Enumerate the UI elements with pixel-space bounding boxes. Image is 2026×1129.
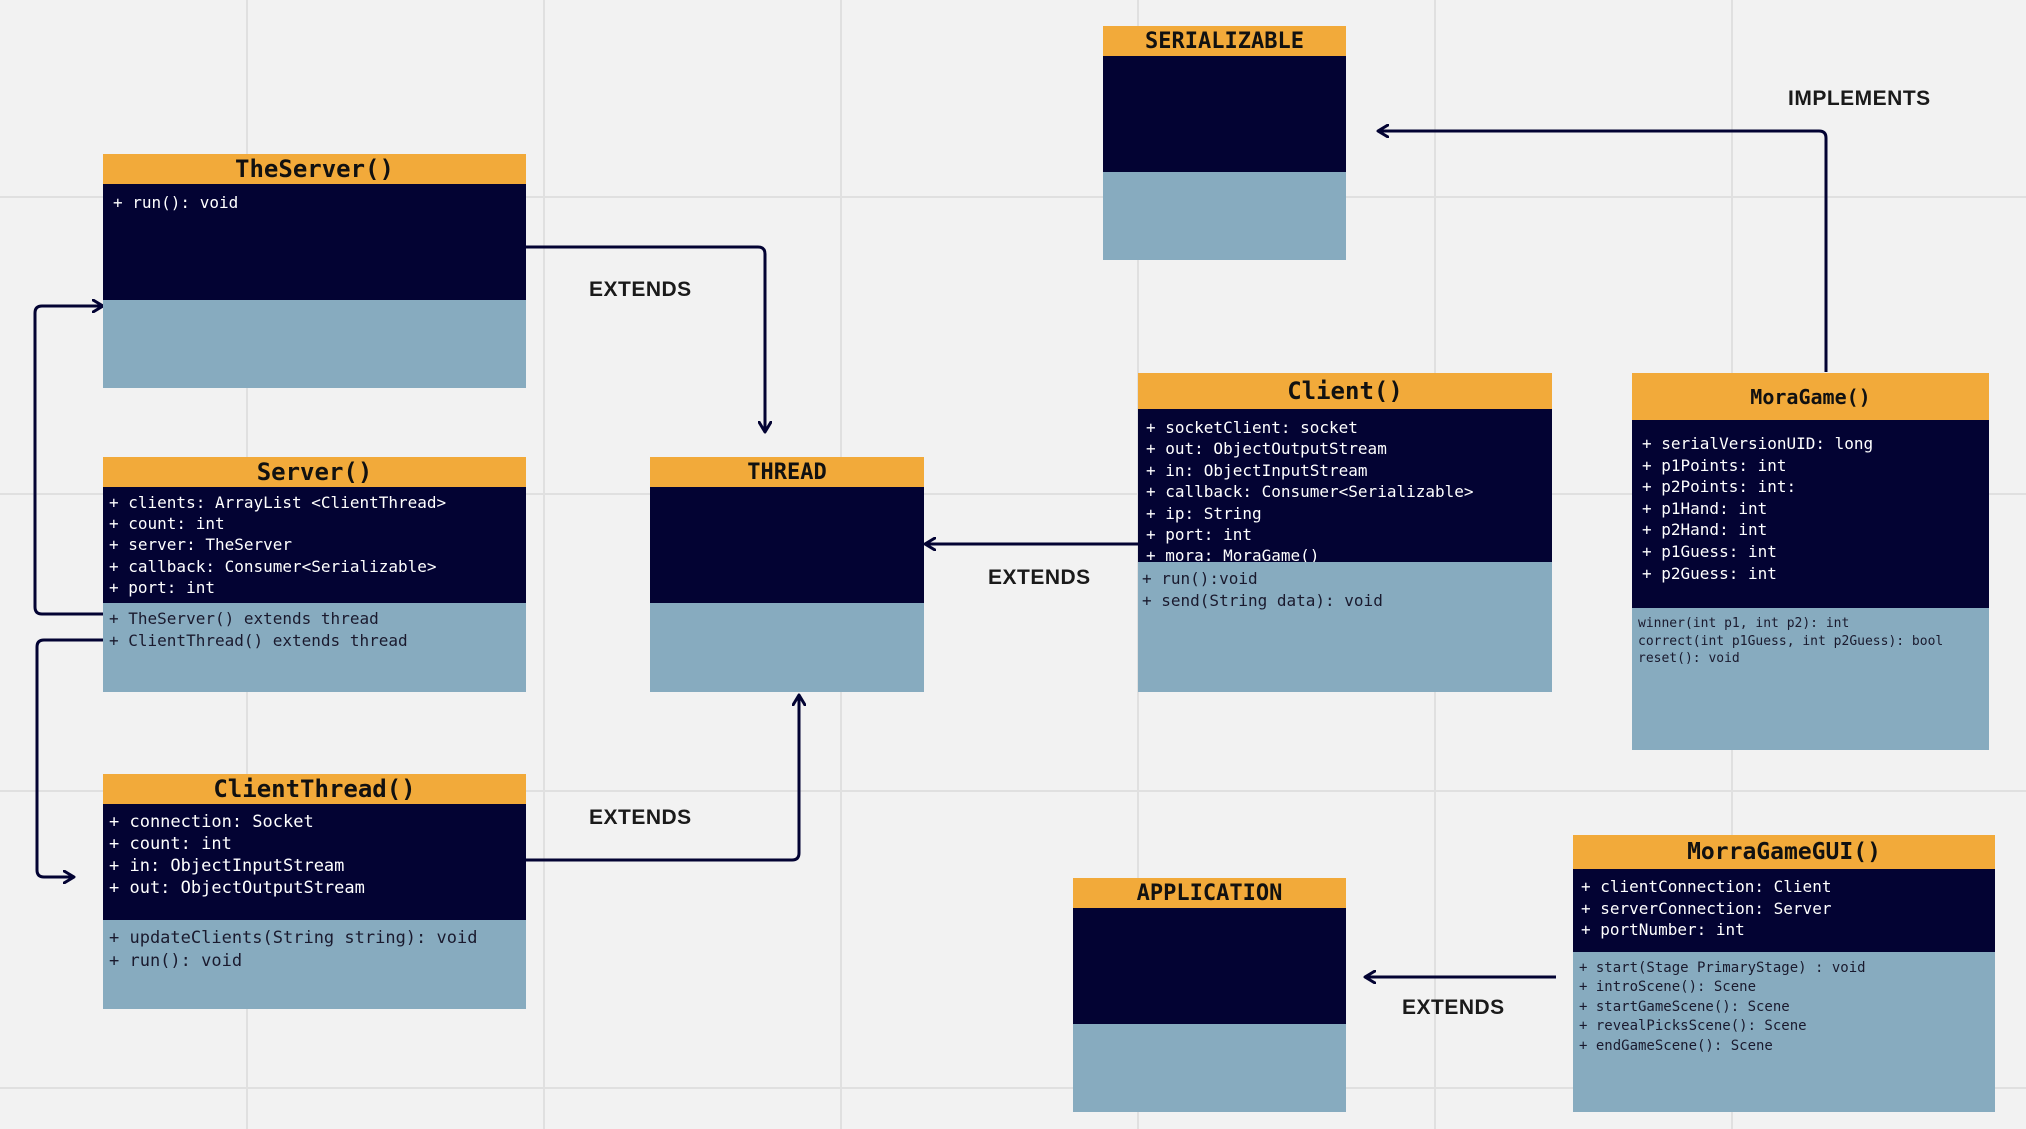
class-moragame[interactable]: MoraGame() + serialVersionUID: long + p1…: [1632, 373, 1989, 750]
attribute-line: + in: ObjectInputStream: [109, 856, 345, 876]
class-client[interactable]: Client() + socketClient: socket + out: O…: [1138, 373, 1552, 692]
attribute-line: + run(): void: [113, 193, 239, 212]
class-title: APPLICATION: [1073, 878, 1346, 908]
attribute-line: + in: ObjectInputStream: [1146, 460, 1368, 480]
class-serializable[interactable]: SERIALIZABLE: [1103, 26, 1346, 260]
class-title: TheServer(): [103, 154, 526, 184]
attribute-line: + callback: Consumer<Serializable>: [109, 556, 437, 576]
class-operations: + updateClients(String string): void + r…: [103, 920, 526, 1009]
class-clientthread[interactable]: ClientThread() + connection: Socket + co…: [103, 774, 526, 1009]
connector-theserver-to-thread: [525, 245, 765, 432]
attribute-line: + mora: MoraGame(): [1146, 546, 1320, 566]
attribute-line: + p1Guess: int: [1642, 541, 1777, 561]
operation-line: + ClientThread() extends thread: [109, 631, 408, 650]
attribute-line: + socketClient: socket: [1146, 418, 1358, 437]
connector-server-to-clientthread: [35, 638, 104, 877]
operation-line: correct(int p1Guess, int p2Guess): bool: [1638, 633, 1944, 649]
clientthread-extends-label: EXTENDS: [589, 806, 692, 829]
attribute-line: + connection: Socket: [109, 812, 314, 832]
operation-line: + revealPicksScene(): Scene: [1579, 1018, 1807, 1035]
attribute-line: + p2Guess: int: [1642, 563, 1777, 583]
operation-line: + run():void: [1142, 569, 1258, 588]
attribute-line: + p2Hand: int: [1642, 520, 1768, 540]
attribute-line: + count: int: [109, 514, 225, 534]
gui-extends-label: EXTENDS: [1402, 996, 1505, 1019]
class-operations: + start(Stage PrimaryStage) : void + int…: [1573, 952, 1995, 1112]
attribute-line: + p1Hand: int: [1642, 498, 1768, 518]
attribute-line: + port: int: [109, 577, 215, 597]
class-attributes: + socketClient: socket + out: ObjectOutp…: [1138, 409, 1552, 565]
operation-line: reset(): void: [1638, 651, 1740, 667]
class-title: Client(): [1138, 373, 1552, 409]
attribute-line: + ip: String: [1146, 503, 1262, 523]
attribute-line: + clientConnection: Client: [1581, 877, 1832, 896]
attribute-line: + p1Points: int: [1642, 455, 1787, 475]
class-operations: [103, 300, 526, 388]
class-title: Server(): [103, 457, 526, 487]
attribute-line: + port: int: [1146, 525, 1252, 545]
attribute-line: + callback: Consumer<Serializable>: [1146, 482, 1474, 502]
class-title: THREAD: [650, 457, 924, 487]
class-title: MorraGameGUI(): [1573, 835, 1995, 869]
attribute-line: + count: int: [109, 834, 232, 854]
class-attributes: + clients: ArrayList <ClientThread> + co…: [103, 487, 526, 603]
attribute-line: + clients: ArrayList <ClientThread>: [109, 493, 447, 512]
class-theserver[interactable]: TheServer() + run(): void: [103, 154, 526, 388]
attribute-line: + serverConnection: Server: [1581, 898, 1832, 918]
class-morragamegui[interactable]: MorraGameGUI() + clientConnection: Clien…: [1573, 835, 1995, 1112]
class-operations: winner(int p1, int p2): int correct(int …: [1632, 608, 1989, 750]
attribute-line: + out: ObjectOutputStream: [1146, 439, 1387, 459]
connector-server-to-theserver: [33, 306, 104, 616]
class-server[interactable]: Server() + clients: ArrayList <ClientThr…: [103, 457, 526, 692]
operation-line: + startGameScene(): Scene: [1579, 998, 1790, 1015]
attribute-line: + serialVersionUID: long: [1642, 434, 1874, 453]
class-attributes: + clientConnection: Client + serverConne…: [1573, 869, 1995, 952]
operation-line: + updateClients(String string): void: [109, 928, 478, 948]
class-operations: + TheServer() extends thread + ClientThr…: [103, 603, 526, 692]
attribute-line: + out: ObjectOutputStream: [109, 878, 365, 898]
operation-line: + start(Stage PrimaryStage) : void: [1579, 960, 1866, 976]
class-attributes: + connection: Socket + count: int + in: …: [103, 804, 526, 920]
connector-clientthread-to-thread: [525, 695, 799, 862]
operation-line: + run(): void: [109, 951, 243, 971]
class-title: ClientThread(): [103, 774, 526, 804]
class-attributes: [1073, 908, 1346, 1024]
class-title: SERIALIZABLE: [1103, 26, 1346, 56]
class-operations: + run():void + send(String data): void: [1138, 562, 1552, 692]
connector-moragame-to-serializable: [1378, 131, 1828, 372]
attribute-line: + server: TheServer: [109, 535, 293, 555]
client-extends-label: EXTENDS: [988, 566, 1091, 589]
class-attributes: + serialVersionUID: long + p1Points: int…: [1632, 420, 1989, 608]
attribute-line: + p2Points: int:: [1642, 477, 1797, 497]
class-attributes: [1103, 56, 1346, 172]
class-operations: [1073, 1024, 1346, 1112]
operation-line: winner(int p1, int p2): int: [1638, 616, 1850, 631]
moragame-implements-label: IMPLEMENTS: [1788, 87, 1931, 110]
operation-line: + TheServer() extends thread: [109, 609, 379, 628]
theserver-extends-label: EXTENDS: [589, 278, 692, 301]
class-title: MoraGame(): [1632, 373, 1989, 420]
attribute-line: + portNumber: int: [1581, 920, 1745, 940]
class-operations: [650, 603, 924, 692]
class-operations: [1103, 172, 1346, 260]
class-attributes: + run(): void: [103, 184, 526, 300]
operation-line: + send(String data): void: [1142, 591, 1383, 610]
class-attributes: [650, 487, 924, 603]
operation-line: + introScene(): Scene: [1579, 979, 1757, 996]
class-application[interactable]: APPLICATION: [1073, 878, 1346, 1112]
operation-line: + endGameScene(): Scene: [1579, 1037, 1773, 1054]
class-thread[interactable]: THREAD: [650, 457, 924, 692]
